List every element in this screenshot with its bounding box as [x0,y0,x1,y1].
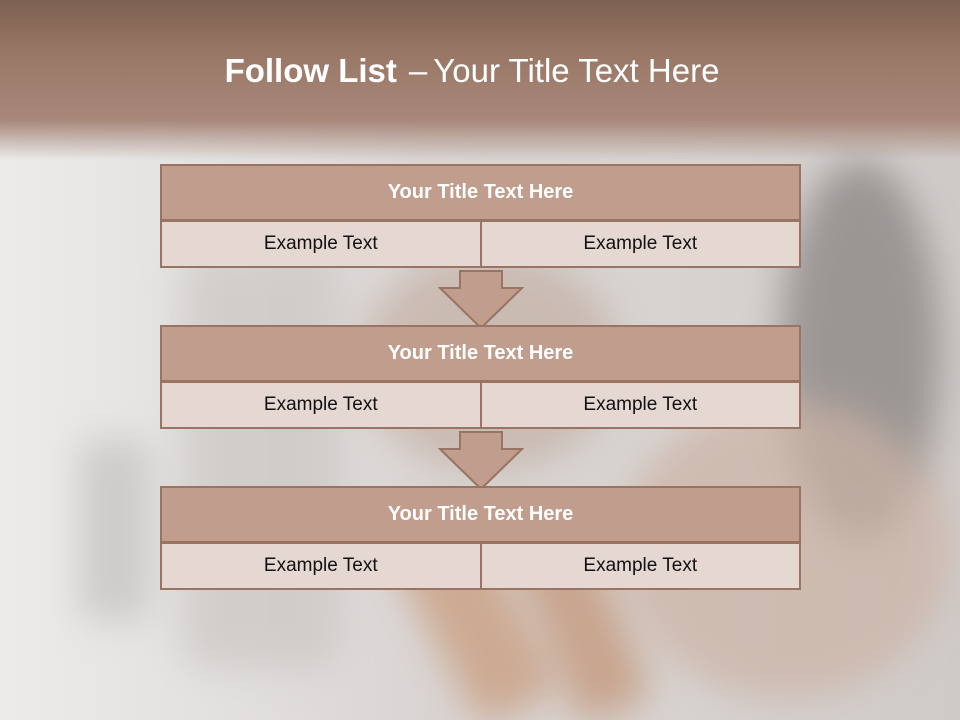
header-band [0,0,960,160]
step-cell-left: Example Text [160,542,482,590]
step-cell-right: Example Text [479,220,801,268]
title-dash: – [408,52,428,89]
step-title: Your Title Text Here [160,164,801,221]
step-title: Your Title Text Here [160,486,801,543]
step-row: Example Text Example Text [160,542,801,590]
step-block-1: Your Title Text Here Example Text Exampl… [160,164,801,268]
step-cell-right: Example Text [479,542,801,590]
down-arrow-icon [438,431,524,491]
down-arrow-icon [438,270,524,330]
title-bold: Follow List [224,52,397,89]
step-block-3: Your Title Text Here Example Text Exampl… [160,486,801,590]
step-row: Example Text Example Text [160,381,801,429]
step-cell-left: Example Text [160,220,482,268]
step-title: Your Title Text Here [160,325,801,382]
step-cell-right: Example Text [479,381,801,429]
step-block-2: Your Title Text Here Example Text Exampl… [160,325,801,429]
slide-title: Follow List–Your Title Text Here [0,52,944,90]
step-cell-left: Example Text [160,381,482,429]
step-row: Example Text Example Text [160,220,801,268]
title-text: Your Title Text Here [433,52,720,89]
